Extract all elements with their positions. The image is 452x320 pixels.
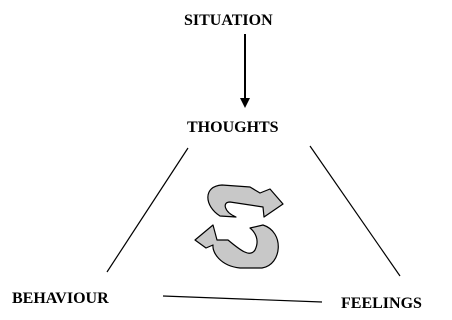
circular-arrows-icon [194, 184, 284, 269]
behaviour-label: BEHAVIOUR [12, 290, 109, 307]
thoughts-label: THOUGHTS [187, 119, 279, 136]
thoughts-behaviour-line [106, 147, 189, 273]
situation-label: SITUATION [184, 12, 273, 29]
thoughts-feelings-line [309, 145, 401, 277]
behaviour-feelings-line [162, 295, 323, 303]
feelings-label: FEELINGS [341, 295, 422, 312]
